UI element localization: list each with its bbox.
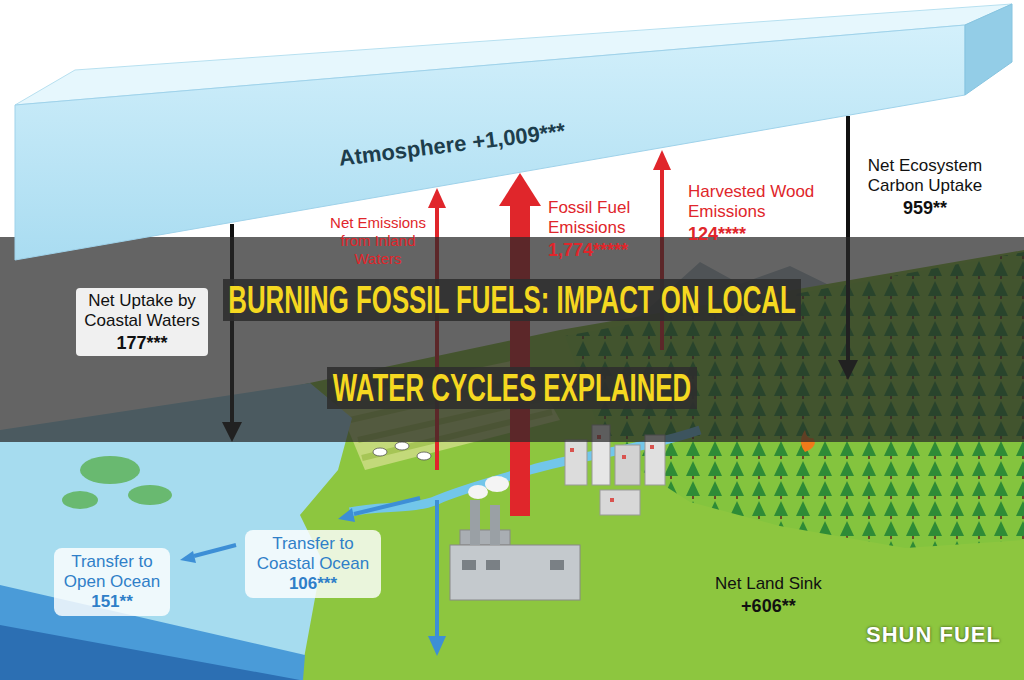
transfer-value: 106*** xyxy=(253,574,373,594)
flow-name: Fossil Fuel Emissions xyxy=(548,198,648,238)
flow-label: Harvested Wood Emissions124**** xyxy=(688,182,820,244)
flow-name: Net Emissions from Inland Waters xyxy=(326,214,430,268)
ocean-deep xyxy=(0,625,300,680)
transfer-arrow xyxy=(338,498,420,522)
title-text: BURNING FOSSIL FUELS: IMPACT ON LOCAL WA… xyxy=(223,279,801,409)
flow-label: Net Land Sink+606** xyxy=(715,574,822,616)
transfer-value: 151** xyxy=(62,592,162,612)
flow-label: Net Ecosystem Carbon Uptake959** xyxy=(856,156,994,218)
flow-name: Harvested Wood Emissions xyxy=(688,182,820,222)
transfer-arrow xyxy=(428,500,446,656)
flow-value: +606** xyxy=(715,596,822,616)
watermark-text: SHUN FUEL xyxy=(866,622,1001,648)
seaweed xyxy=(62,456,172,509)
transfer-box: Transfer to Coastal Ocean106*** xyxy=(245,530,381,598)
flow-label: Fossil Fuel Emissions1,774***** xyxy=(548,198,648,260)
flow-value: 124**** xyxy=(688,224,820,244)
flow-name: Net Uptake by Coastal Waters xyxy=(82,291,202,331)
transfer-label: Transfer to Coastal Ocean xyxy=(253,534,373,574)
flow-name: Net Land Sink xyxy=(715,574,822,594)
flow-label: Net Uptake by Coastal Waters177*** xyxy=(76,288,208,356)
flow-label: Net Emissions from Inland Waters xyxy=(326,214,430,268)
transfer-arrow xyxy=(180,545,236,563)
watermark: SHUN FUEL xyxy=(866,622,1001,648)
flow-value: 1,774***** xyxy=(548,240,648,260)
cows xyxy=(373,442,431,460)
flow-value: 959** xyxy=(856,198,994,218)
transfer-box: Transfer to Open Ocean151** xyxy=(54,548,170,616)
flow-value: 177*** xyxy=(82,333,202,353)
flow-name: Net Ecosystem Carbon Uptake xyxy=(856,156,994,196)
transfer-label: Transfer to Open Ocean xyxy=(62,552,162,592)
title-block: BURNING FOSSIL FUELS: IMPACT ON LOCAL WA… xyxy=(213,256,811,432)
atmosphere-band: Atmosphere +1,009*** xyxy=(0,0,1024,262)
